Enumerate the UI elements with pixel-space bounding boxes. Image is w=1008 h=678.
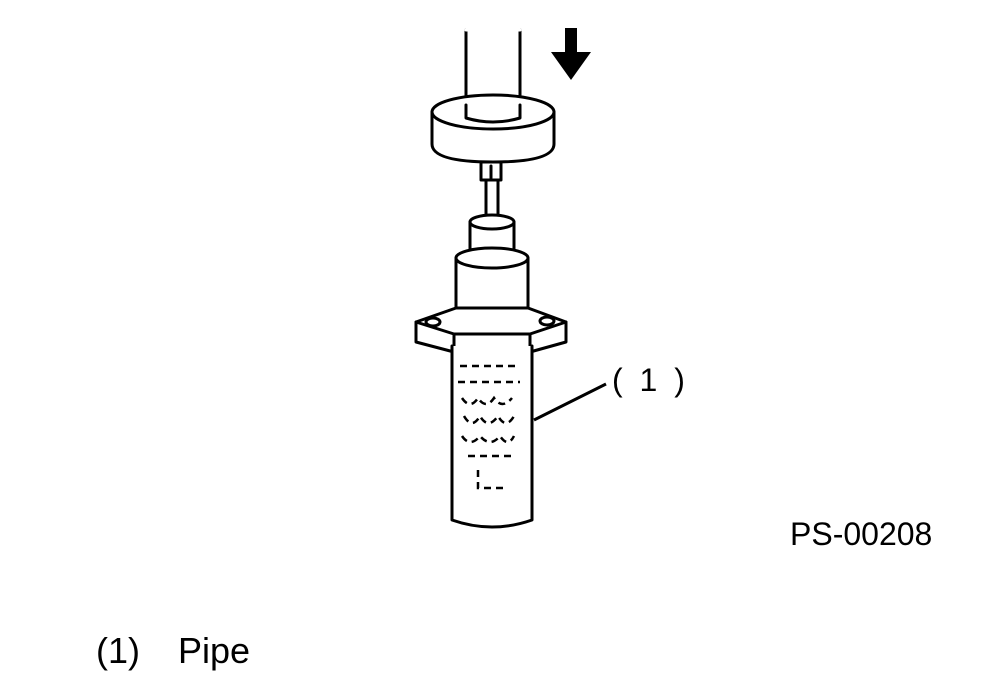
press-collar <box>430 93 556 164</box>
legend: (1) Pipe <box>96 630 250 672</box>
down-arrow-icon <box>551 28 591 80</box>
callout-leader-line <box>533 382 607 422</box>
figure-code: PS-00208 <box>790 516 933 552</box>
mount-flange <box>414 306 568 354</box>
pipe <box>450 344 534 529</box>
legend-number: (1) <box>96 630 140 671</box>
callout-label: ( 1 ) <box>612 362 689 398</box>
legend-name: Pipe <box>178 630 251 671</box>
hidden-gear <box>458 364 520 490</box>
